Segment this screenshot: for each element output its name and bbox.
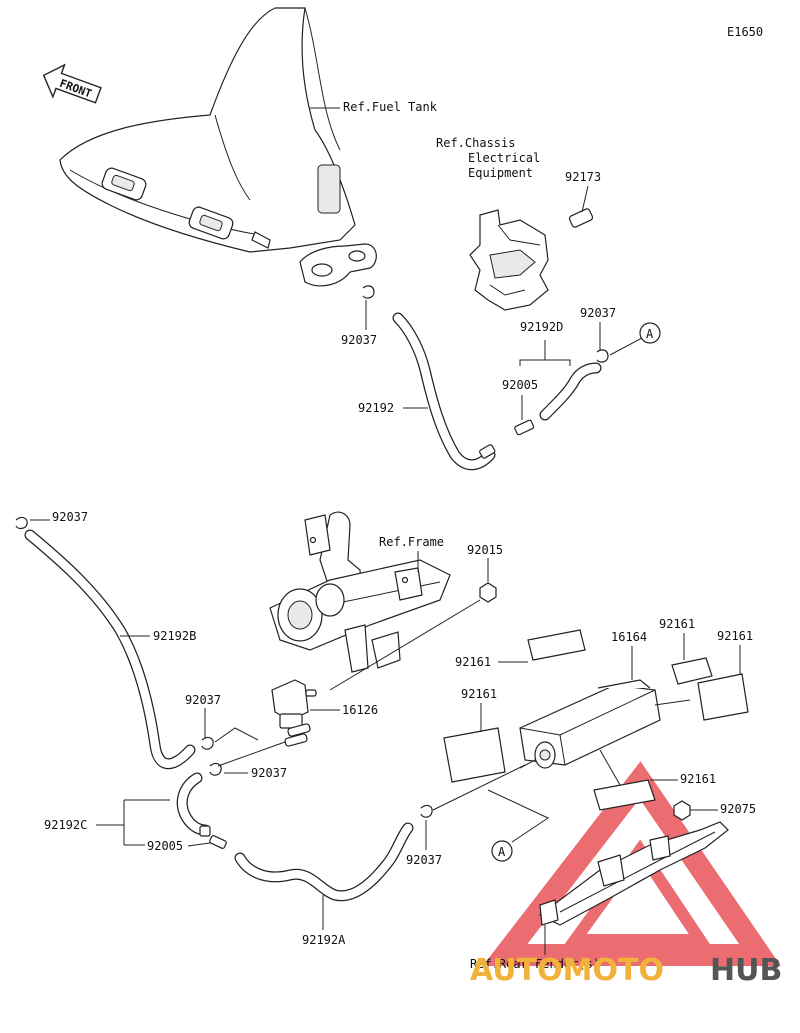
- part-92161-c: 92161: [717, 629, 753, 643]
- watermark-text-part1: AUTOMOTO: [470, 953, 664, 988]
- part-92005-b: 92005: [147, 839, 183, 853]
- callout-a-top: [639, 322, 661, 344]
- part-92037-f: 92037: [406, 853, 442, 867]
- hose-92192D: [539, 362, 602, 421]
- clamp-icon: [596, 349, 609, 363]
- part-92161-d: 92161: [461, 687, 497, 701]
- nut-icon: [673, 800, 691, 821]
- diagram-code: E1650: [727, 25, 763, 39]
- valve-16126: [271, 679, 317, 747]
- pads-92161: [443, 629, 749, 811]
- watermark-text: AUTOMOTO HUB: [470, 953, 782, 988]
- hose-92192B: [24, 529, 196, 770]
- clamp-icon: [362, 285, 375, 299]
- hose-92192A: [234, 822, 414, 902]
- part-92037-e: 92037: [251, 766, 287, 780]
- part-16126: 16126: [342, 703, 378, 717]
- ref-frame-label: Ref.Frame: [379, 535, 444, 549]
- part-92161-a: 92161: [455, 655, 491, 669]
- chassis-bracket-drawing: [469, 208, 594, 311]
- part-92192C: 92192C: [44, 818, 87, 832]
- nut-icon: [479, 582, 497, 603]
- ref-chassis-line1: Ref.Chassis: [436, 136, 515, 150]
- ref-chassis-line3: Equipment: [468, 166, 533, 180]
- clamp-icon: [201, 736, 214, 750]
- front-arrow-icon: FRONT: [42, 63, 102, 104]
- hose-92192: [392, 312, 496, 471]
- part-92037-c: 92037: [52, 510, 88, 524]
- part-92005-a: 92005: [502, 378, 538, 392]
- part-92161-b: 92161: [659, 617, 695, 631]
- part-92192A: 92192A: [302, 933, 346, 947]
- callout-a-bottom: [491, 840, 513, 862]
- part-16164: 16164: [611, 630, 647, 644]
- part-92192B: 92192B: [153, 629, 196, 643]
- part-92037-a: 92037: [341, 333, 377, 347]
- fitting-92005-bottom: [209, 835, 227, 849]
- fuel-tank-drawing: [59, 7, 377, 287]
- watermark-text-part2: HUB: [710, 953, 782, 988]
- part-92192: 92192: [358, 401, 394, 415]
- frame-drawing: [269, 511, 451, 673]
- part-92173: 92173: [565, 170, 601, 184]
- part-92037-d: 92037: [185, 693, 221, 707]
- part-92075: 92075: [720, 802, 756, 816]
- ref-chassis-line2: Electrical: [468, 151, 540, 165]
- hose-92192C: [176, 772, 211, 836]
- callout-a-top-label: A: [646, 327, 654, 341]
- ref-rear-fender-label: Ref.Rear Fender(s): [470, 957, 600, 971]
- part-92015: 92015: [467, 543, 503, 557]
- callout-a-bottom-label: A: [498, 845, 506, 859]
- part-92192D: 92192D: [520, 320, 563, 334]
- clamp-icon: [420, 804, 433, 818]
- part-92161-e: 92161: [680, 772, 716, 786]
- clamp-icon: [15, 516, 28, 530]
- part-92037-b: 92037: [580, 306, 616, 320]
- rear-fender-bracket-drawing: [538, 800, 729, 926]
- fitting-92005-top: [514, 419, 535, 436]
- ref-fuel-tank-label: Ref.Fuel Tank: [343, 100, 438, 114]
- canister-16164: [519, 679, 661, 769]
